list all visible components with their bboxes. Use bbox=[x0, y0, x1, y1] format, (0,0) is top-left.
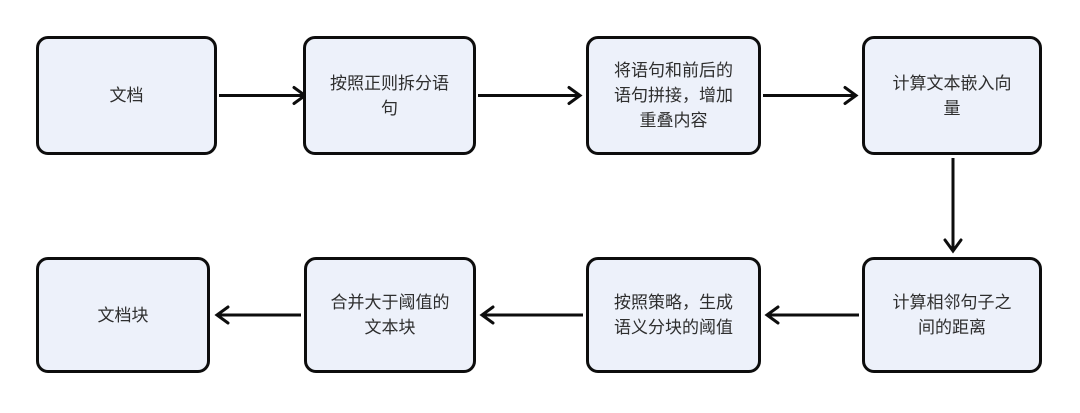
node-regex-split: 按照正则拆分语句 bbox=[303, 36, 476, 155]
node-merge-chunks: 合并大于阈值的文本块 bbox=[304, 257, 476, 373]
node-document-label: 文档 bbox=[109, 86, 144, 105]
node-document-chunks-label: 文档块 bbox=[97, 305, 149, 325]
node-document-chunks: 文档块 bbox=[36, 257, 210, 373]
node-document: 文档 bbox=[36, 36, 217, 155]
node-embedding: 计算文本嵌入向量 bbox=[862, 36, 1042, 155]
node-merge-chunks-label: 合并大于阈值的文本块 bbox=[330, 293, 450, 337]
node-threshold-label: 按照策略，生成语义分块的阈值 bbox=[614, 293, 733, 337]
node-sentence-distance-label: 计算相邻句子之间的距离 bbox=[892, 293, 1012, 337]
node-regex-split-label: 按照正则拆分语句 bbox=[330, 73, 449, 118]
node-sentence-distance: 计算相邻句子之间的距离 bbox=[862, 257, 1042, 373]
node-embedding-label: 计算文本嵌入向量 bbox=[892, 73, 1012, 118]
node-concat-overlap-label: 将语句和前后的语句拼接，增加重叠内容 bbox=[614, 61, 733, 130]
node-threshold: 按照策略，生成语义分块的阈值 bbox=[586, 257, 761, 373]
node-concat-overlap: 将语句和前后的语句拼接，增加重叠内容 bbox=[586, 36, 761, 155]
